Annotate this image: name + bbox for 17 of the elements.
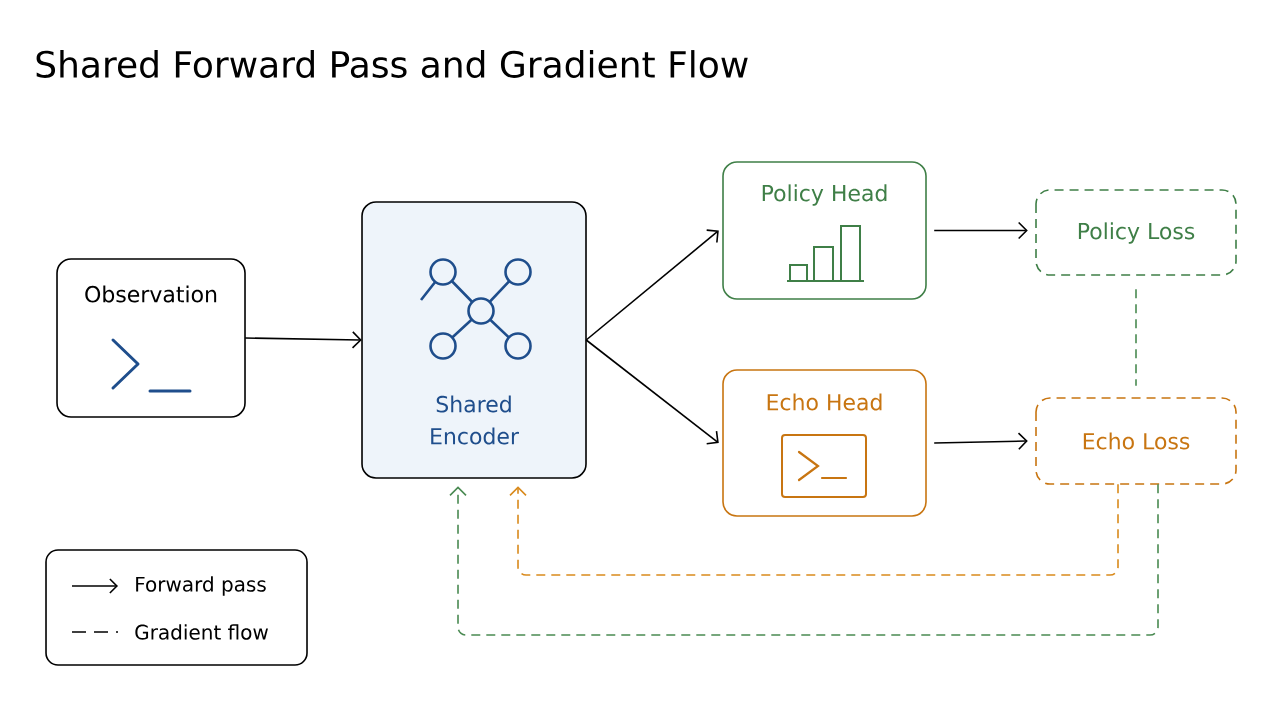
title: Shared Forward Pass and Gradient Flow <box>36 50 748 78</box>
encoder-box: Shared Encoder <box>361 201 587 479</box>
loss-box: Echo Loss <box>1035 397 1237 485</box>
observation-box: Observation <box>56 258 246 418</box>
dashed-arrow <box>509 483 1119 576</box>
arrow <box>585 229 719 341</box>
loss-box: Policy Loss <box>1035 189 1237 276</box>
legend-text: Forward pass <box>136 576 266 596</box>
dashed-line <box>1135 288 1137 387</box>
echo-head-box: Echo Head <box>722 369 927 517</box>
arrow <box>933 432 1028 450</box>
arrow <box>585 339 719 445</box>
dashed-arrow <box>449 483 1159 636</box>
policy-head-box: Policy Head <box>722 161 927 300</box>
arrow <box>244 331 362 349</box>
legend-text: Gradient flow <box>135 624 268 640</box>
arrow <box>933 221 1028 240</box>
